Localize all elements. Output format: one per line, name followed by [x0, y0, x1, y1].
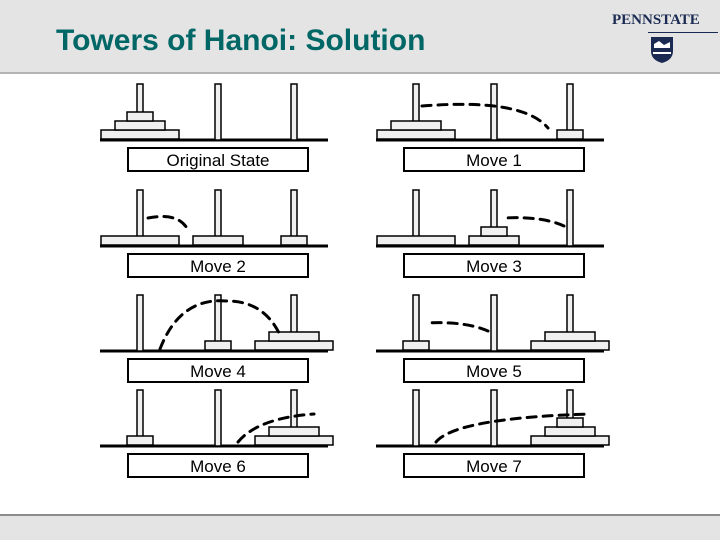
- peg-2: [214, 294, 222, 352]
- peg-1: [412, 83, 420, 141]
- disk-3: [530, 340, 610, 351]
- disk-3: [100, 129, 180, 140]
- shield-icon: [651, 37, 673, 63]
- disk-1: [280, 235, 308, 246]
- state-label-box: [127, 453, 309, 478]
- disk-1: [556, 417, 584, 428]
- state-label: Move 2: [190, 257, 246, 276]
- disk-3: [254, 340, 334, 351]
- peg-3: [290, 189, 298, 247]
- state-label-box: [403, 453, 585, 478]
- disk-1: [402, 340, 430, 351]
- peg-3: [566, 294, 574, 352]
- logo-wordmark: PENNSTATE: [612, 12, 700, 28]
- peg-3: [290, 83, 298, 141]
- move-arrow: [502, 216, 566, 228]
- peg-3: [290, 389, 298, 447]
- state-label: Move 3: [466, 257, 522, 276]
- peg-2: [214, 83, 222, 141]
- peg-1: [136, 189, 144, 247]
- disk-3: [254, 435, 334, 446]
- state-label: Move 4: [190, 362, 246, 381]
- state-label-box: [403, 147, 585, 172]
- peg-3: [566, 189, 574, 247]
- disk-2: [268, 426, 320, 437]
- peg-2: [490, 294, 498, 352]
- disk-1: [556, 129, 584, 140]
- peg-1: [412, 389, 420, 447]
- disk-3: [530, 435, 610, 446]
- move-arrow: [158, 299, 282, 351]
- state-label: Move 5: [466, 362, 522, 381]
- state-label: Move 1: [466, 151, 522, 170]
- disk-2: [114, 120, 166, 131]
- peg-3: [566, 83, 574, 141]
- disk-2: [468, 235, 520, 246]
- peg-2: [490, 83, 498, 141]
- disk-3: [100, 235, 180, 246]
- peg-2: [214, 389, 222, 447]
- peg-2: [214, 189, 222, 247]
- peg-1: [412, 294, 420, 352]
- move-arrow: [236, 412, 316, 444]
- state-label-box: [403, 358, 585, 383]
- disk-1: [480, 226, 508, 237]
- slide-title: Towers of Hanoi: Solution: [56, 24, 426, 57]
- state-label-box: [403, 253, 585, 278]
- peg-2: [490, 189, 498, 247]
- disk-3: [376, 129, 456, 140]
- move-arrow: [434, 412, 592, 444]
- state-label: Original State: [167, 151, 270, 170]
- state-label: Move 6: [190, 457, 246, 476]
- disk-2: [544, 426, 596, 437]
- peg-1: [136, 294, 144, 352]
- peg-1: [136, 389, 144, 447]
- move-arrow: [424, 321, 490, 333]
- pennstate-logo: PENNSTATE: [608, 10, 718, 68]
- state-label-box: [127, 358, 309, 383]
- slide-footer: [0, 514, 720, 540]
- disk-2: [390, 120, 442, 131]
- disk-1: [126, 435, 154, 446]
- disk-1: [126, 111, 154, 122]
- state-label: Move 7: [466, 457, 522, 476]
- disk-1: [204, 340, 232, 351]
- peg-3: [290, 294, 298, 352]
- state-label-box: [127, 253, 309, 278]
- disk-2: [192, 235, 244, 246]
- logo-rule: [648, 32, 718, 33]
- disk-2: [268, 331, 320, 342]
- state-label-box: [127, 147, 309, 172]
- disk-2: [544, 331, 596, 342]
- move-arrow: [146, 215, 190, 232]
- peg-2: [490, 389, 498, 447]
- disk-3: [376, 235, 456, 246]
- move-arrow: [420, 102, 550, 130]
- peg-1: [412, 189, 420, 247]
- slide-header: Towers of Hanoi: Solution PENNSTATE: [0, 0, 720, 74]
